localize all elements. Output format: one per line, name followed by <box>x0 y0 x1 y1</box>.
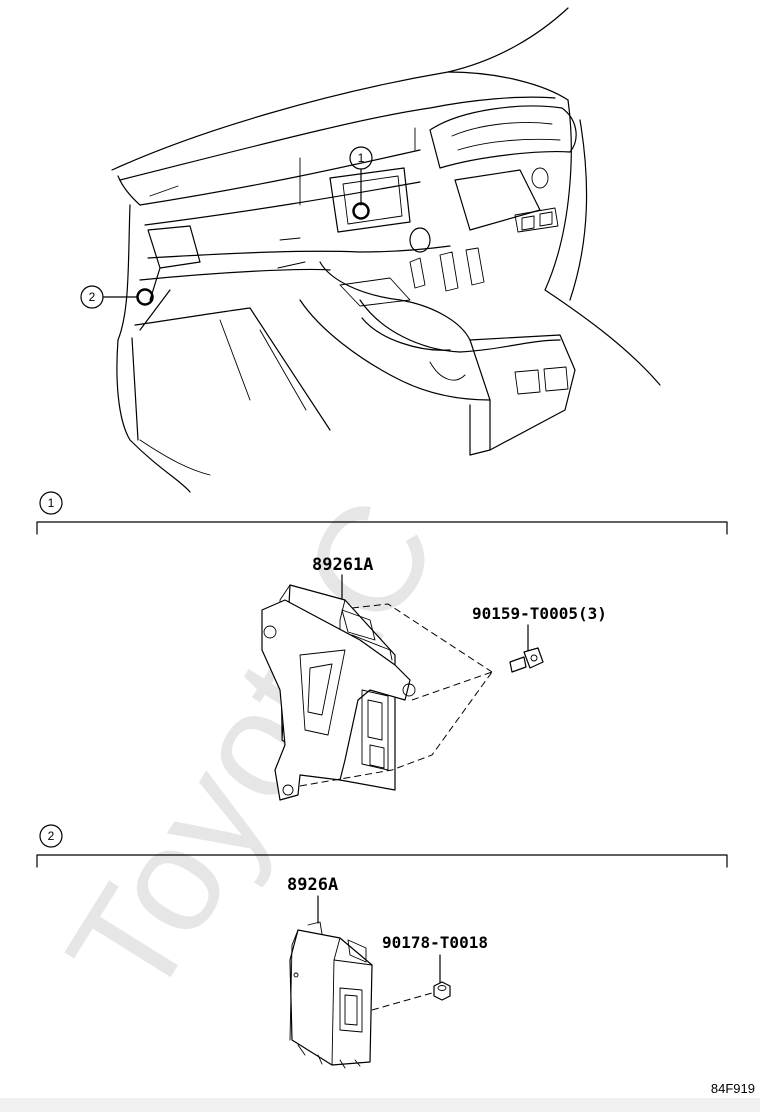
dashboard-illustration <box>111 7 661 493</box>
svg-text:1: 1 <box>358 151 365 165</box>
section-1: 1 89261A 90159-T0005(3) <box>36 491 728 801</box>
bottom-strip <box>0 1098 760 1112</box>
part-number-89261A: 89261A <box>312 555 373 575</box>
section-2: 2 8926A 90178-T0018 <box>36 824 728 1069</box>
bolt-icon <box>509 647 544 673</box>
svg-text:1: 1 <box>48 496 55 510</box>
svg-text:2: 2 <box>89 290 96 304</box>
callout-1: 1 <box>349 146 373 220</box>
ecu-89261A-drawing <box>261 584 416 801</box>
location-marker <box>136 288 154 306</box>
nut-icon <box>433 981 451 1001</box>
part-number-8926A: 8926A <box>287 875 338 895</box>
callout-2: 2 <box>80 285 154 309</box>
svg-text:2: 2 <box>48 829 55 843</box>
location-marker <box>352 202 370 220</box>
diagram-reference-code: 84F919 <box>711 1081 755 1096</box>
fastener-90178-T0018: 90178-T0018 <box>382 933 488 952</box>
ecu-8926A-drawing <box>289 921 373 1069</box>
fastener-90159-T0005: 90159-T0005(3) <box>472 604 607 623</box>
